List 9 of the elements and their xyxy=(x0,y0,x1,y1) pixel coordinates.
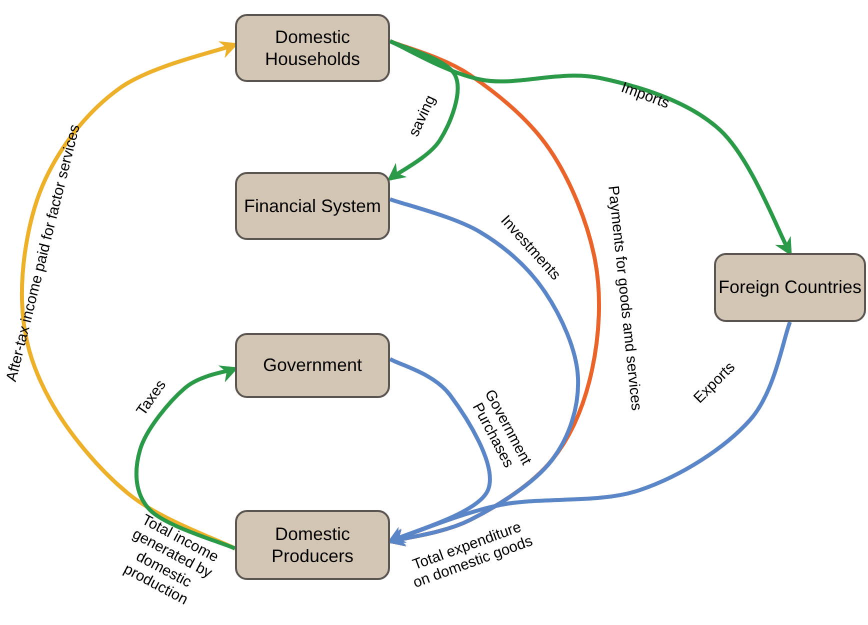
sector-box: Domestic Producers xyxy=(235,510,390,580)
edge-label: After-tax income paid for factor services xyxy=(3,122,84,386)
sector-box: Government xyxy=(235,333,390,398)
sector-box: Foreign Countries xyxy=(714,253,866,322)
edge-label: Imports xyxy=(618,78,673,114)
sector-box: Domestic Households xyxy=(235,14,390,82)
sector-box: Financial System xyxy=(235,172,390,240)
flow-arrow xyxy=(387,39,460,181)
edge-label: Payments for goods amd services xyxy=(603,184,646,414)
